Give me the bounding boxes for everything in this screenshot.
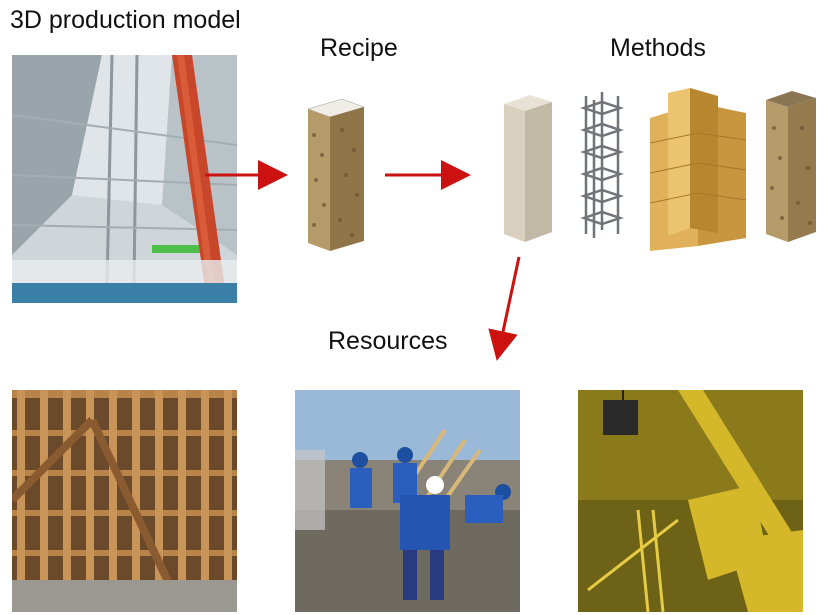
rebar-cage (578, 90, 628, 240)
recipe-title: Recipe (320, 34, 398, 62)
workers-pouring-concrete-photo (295, 390, 520, 612)
methods-title: Methods (610, 34, 706, 62)
model-title: 3D production model (10, 6, 241, 34)
tower-crane-photo (578, 390, 803, 612)
resources-title: Resources (328, 327, 448, 355)
formwork (648, 88, 748, 253)
concrete-column (500, 92, 555, 244)
finished-column (762, 88, 820, 244)
3d-building-model-render (12, 55, 237, 303)
recipe-column (302, 95, 368, 255)
formwork-wall-photo (12, 390, 237, 612)
